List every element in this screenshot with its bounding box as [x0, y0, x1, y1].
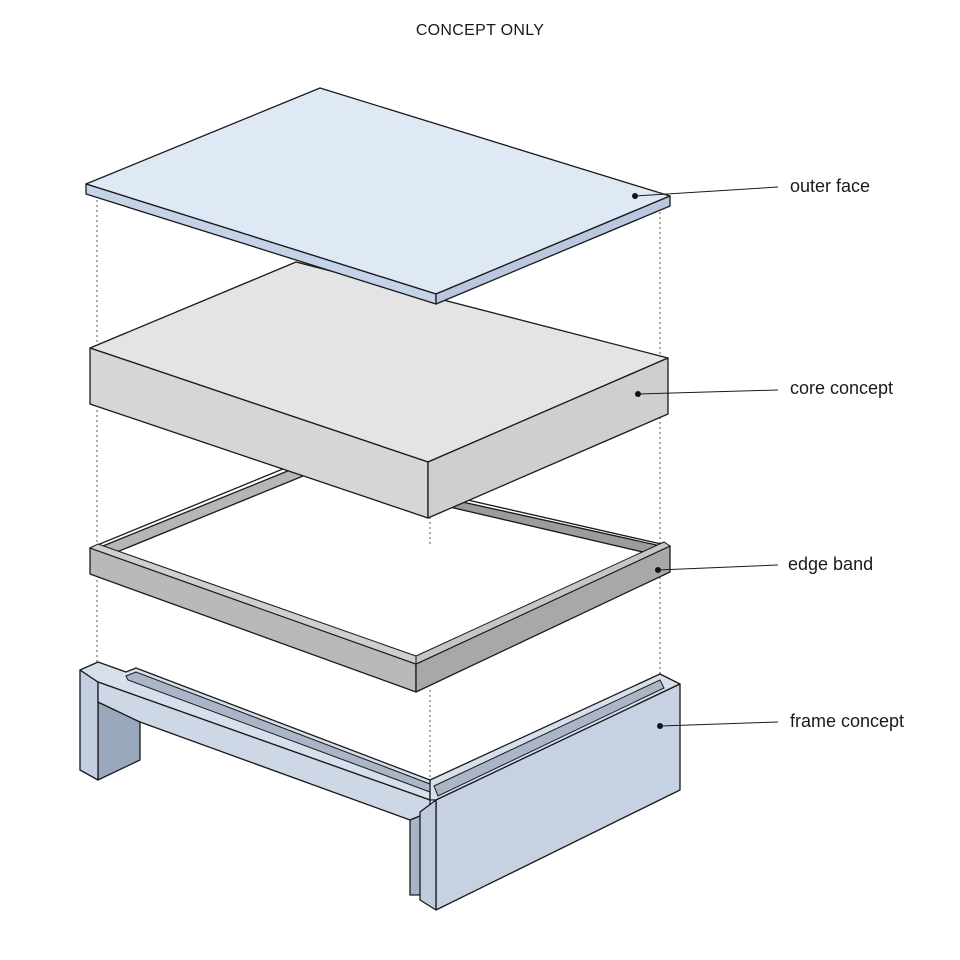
callout-edge-band: edge band	[788, 554, 874, 574]
leader-lines	[634, 186, 779, 727]
core-part	[89, 261, 669, 519]
diagram-title: CONCEPT ONLY	[415, 22, 545, 39]
outer-face-part	[85, 87, 671, 305]
callout-outer-face: outer face	[790, 176, 871, 196]
frame-part	[79, 661, 681, 911]
edge-band-part	[88, 461, 672, 693]
callout-core-concept: core concept	[790, 378, 894, 398]
callout-frame-concept: frame concept	[790, 711, 905, 731]
